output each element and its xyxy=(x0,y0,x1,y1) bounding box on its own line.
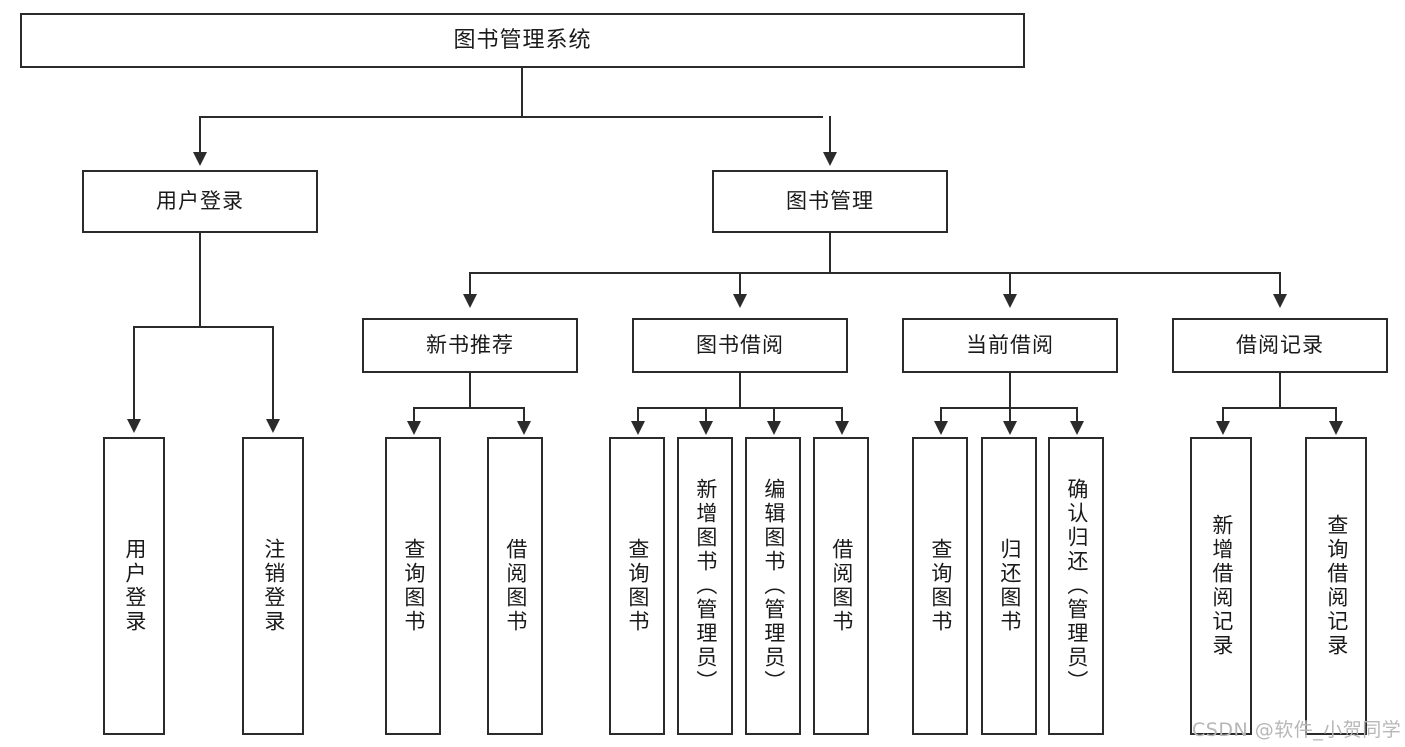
connector-bm-to-current-borrow xyxy=(1009,272,1011,296)
connector-root-stem xyxy=(521,68,523,116)
node-label: 用户登录 xyxy=(122,538,147,634)
connector-user-login-stem xyxy=(199,233,201,326)
leaf-borrow-record-query-record[interactable]: 查询借阅记录 xyxy=(1305,437,1367,735)
arrow-user-login-to-leaf-1 xyxy=(127,419,141,433)
arrow-br-to-leaf-1 xyxy=(1216,421,1230,435)
connector-bb-to-leaf-1 xyxy=(637,407,639,423)
node-label: 借阅图书 xyxy=(829,538,854,634)
connector-borrow-record-bus xyxy=(1222,407,1337,409)
leaf-book-borrow-borrow-books[interactable]: 借阅图书 xyxy=(813,437,869,735)
arrow-bb-to-leaf-2 xyxy=(699,421,713,435)
connector-user-login-to-leaf-1 xyxy=(133,326,135,421)
node-label: 新增图书（管理员） xyxy=(693,478,718,694)
node-new-book-recommendation[interactable]: 新书推荐 xyxy=(362,318,578,373)
connector-new-book-rec-stem xyxy=(469,373,471,407)
arrow-bm-to-book-borrow xyxy=(733,294,747,308)
arrow-root-to-user-login xyxy=(193,152,207,166)
arrow-bb-to-leaf-3 xyxy=(767,421,781,435)
connector-book-borrow-bus xyxy=(637,407,843,409)
node-borrow-record[interactable]: 借阅记录 xyxy=(1172,318,1388,373)
arrow-bb-to-leaf-4 xyxy=(835,421,849,435)
connector-bm-to-borrow-record xyxy=(1279,272,1281,296)
node-label: 新书推荐 xyxy=(426,333,514,358)
node-label: 图书管理系统 xyxy=(453,27,592,53)
leaf-book-borrow-query-books[interactable]: 查询图书 xyxy=(609,437,665,735)
arrow-bm-to-borrow-record xyxy=(1273,294,1287,308)
arrow-br-to-leaf-2 xyxy=(1329,421,1343,435)
leaf-user-login-logout[interactable]: 注销登录 xyxy=(242,437,304,735)
connector-bm-to-new-book-rec xyxy=(469,272,471,296)
node-label: 查询借阅记录 xyxy=(1324,514,1349,658)
connector-br-to-leaf-2 xyxy=(1335,407,1337,423)
connector-cb-to-leaf-3 xyxy=(1076,407,1078,423)
leaf-book-borrow-edit-book-admin[interactable]: 编辑图书（管理员） xyxy=(745,437,801,735)
node-label: 确认归还（管理员） xyxy=(1064,478,1089,694)
connector-user-login-to-leaf-2 xyxy=(272,326,274,421)
node-book-management[interactable]: 图书管理 xyxy=(712,170,948,233)
node-user-login[interactable]: 用户登录 xyxy=(82,170,318,233)
node-label: 编辑图书（管理员） xyxy=(761,478,786,694)
node-label: 新增借阅记录 xyxy=(1209,514,1234,658)
node-label: 查询图书 xyxy=(401,538,426,634)
node-label: 查询图书 xyxy=(625,538,650,634)
connector-nbr-to-leaf-2 xyxy=(523,407,525,423)
leaf-book-borrow-add-book-admin[interactable]: 新增图书（管理员） xyxy=(677,437,733,735)
node-label: 图书借阅 xyxy=(696,333,784,358)
connector-cb-to-leaf-1 xyxy=(940,407,942,423)
arrow-user-login-to-leaf-2 xyxy=(266,419,280,433)
connector-book-management-bus xyxy=(469,272,1280,274)
node-label: 归还图书 xyxy=(997,538,1022,634)
arrow-nbr-to-leaf-2 xyxy=(517,421,531,435)
arrow-root-to-book-management xyxy=(823,152,837,166)
connector-book-management-stem xyxy=(829,233,831,272)
leaf-borrow-record-add-record[interactable]: 新增借阅记录 xyxy=(1190,437,1252,735)
node-label: 查询图书 xyxy=(928,538,953,634)
connector-br-to-leaf-1 xyxy=(1222,407,1224,423)
arrow-cb-to-leaf-1 xyxy=(934,421,948,435)
connector-root-to-user-login xyxy=(199,116,201,154)
connector-current-borrow-stem xyxy=(1009,373,1011,407)
connector-borrow-record-stem xyxy=(1279,373,1281,407)
leaf-current-borrow-confirm-return-admin[interactable]: 确认归还（管理员） xyxy=(1048,437,1104,735)
connector-root-to-book-management xyxy=(829,116,831,154)
leaf-current-borrow-query-books[interactable]: 查询图书 xyxy=(912,437,968,735)
arrow-bb-to-leaf-1 xyxy=(631,421,645,435)
connector-user-login-bus xyxy=(133,326,273,328)
arrow-bm-to-current-borrow xyxy=(1003,294,1017,308)
leaf-new-book-rec-borrow-books[interactable]: 借阅图书 xyxy=(487,437,543,735)
arrow-cb-to-leaf-3 xyxy=(1070,421,1084,435)
leaf-user-login-user-login[interactable]: 用户登录 xyxy=(103,437,165,735)
connector-bb-to-leaf-3 xyxy=(773,407,775,423)
connector-new-book-rec-bus xyxy=(413,407,525,409)
connector-bm-to-book-borrow xyxy=(739,272,741,296)
connector-book-borrow-stem xyxy=(739,373,741,407)
arrow-cb-to-leaf-2 xyxy=(1003,421,1017,435)
connector-bb-to-leaf-4 xyxy=(841,407,843,423)
node-label: 借阅图书 xyxy=(503,538,528,634)
node-label: 注销登录 xyxy=(261,538,286,634)
arrow-bm-to-new-book-rec xyxy=(463,294,477,308)
node-label: 用户登录 xyxy=(156,189,244,214)
connector-nbr-to-leaf-1 xyxy=(413,407,415,423)
node-label: 借阅记录 xyxy=(1236,333,1324,358)
connector-cb-to-leaf-2 xyxy=(1009,407,1011,423)
connector-root-bus xyxy=(199,116,823,118)
leaf-new-book-rec-query-books[interactable]: 查询图书 xyxy=(385,437,441,735)
node-book-borrow[interactable]: 图书借阅 xyxy=(632,318,848,373)
node-root-book-management-system[interactable]: 图书管理系统 xyxy=(20,13,1025,68)
node-label: 当前借阅 xyxy=(966,333,1054,358)
leaf-current-borrow-return-books[interactable]: 归还图书 xyxy=(981,437,1037,735)
arrow-nbr-to-leaf-1 xyxy=(407,421,421,435)
node-current-borrow[interactable]: 当前借阅 xyxy=(902,318,1118,373)
connector-bb-to-leaf-2 xyxy=(705,407,707,423)
node-label: 图书管理 xyxy=(786,189,874,214)
